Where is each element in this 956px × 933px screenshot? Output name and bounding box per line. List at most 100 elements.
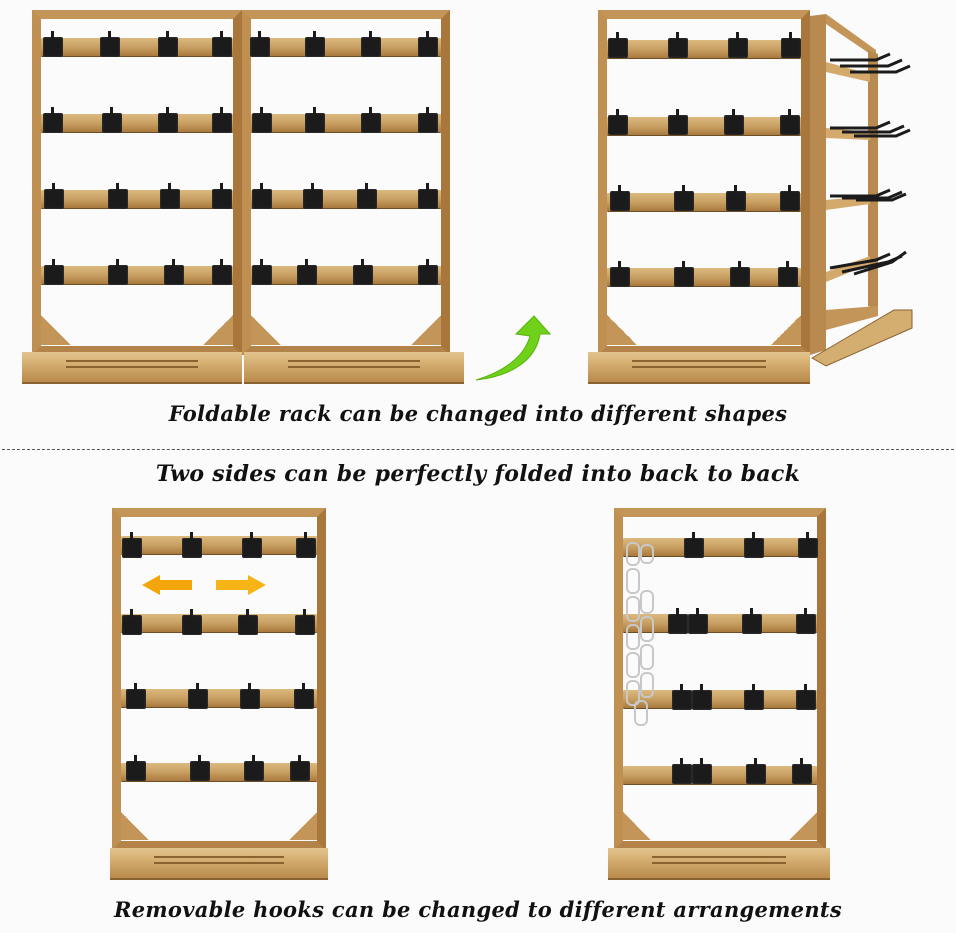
hook (744, 684, 764, 710)
hook (182, 609, 202, 635)
rail (623, 766, 817, 784)
hook (250, 31, 270, 57)
hook (728, 32, 748, 58)
corner-brace (121, 812, 149, 840)
hook (692, 684, 712, 710)
hook (780, 185, 800, 211)
hook (353, 259, 373, 285)
hook (780, 109, 800, 135)
hook (726, 185, 746, 211)
hook (212, 183, 232, 209)
hook (240, 683, 260, 709)
hook (158, 107, 178, 133)
rack-frame (112, 508, 326, 850)
hook (418, 31, 438, 57)
front-panel-frame (598, 10, 810, 355)
hook (742, 608, 762, 634)
hook (674, 261, 694, 287)
corner-brace (623, 812, 651, 840)
right-panel-frame (242, 10, 450, 355)
hook (796, 684, 816, 710)
green-curved-arrow-icon (475, 315, 552, 381)
caption-back-to-back: Two sides can be perfectly folded into b… (155, 461, 801, 487)
open-double-rack-image (20, 10, 466, 382)
left-arrow-icon (142, 575, 192, 595)
hook (212, 31, 232, 57)
hook (122, 532, 142, 558)
rail (121, 536, 317, 554)
hook (778, 261, 798, 287)
hook (672, 684, 692, 710)
hook (122, 609, 142, 635)
left-panel-frame (32, 10, 242, 355)
dashed-divider (2, 449, 954, 450)
hook (688, 608, 708, 634)
hook (418, 259, 438, 285)
hook (160, 183, 180, 209)
hook (108, 259, 128, 285)
hook (296, 532, 316, 558)
hook (303, 183, 323, 209)
hook (730, 261, 750, 287)
corner-brace (289, 812, 317, 840)
hook (796, 608, 816, 634)
rail (121, 763, 317, 781)
single-rack-arrows-image (110, 508, 330, 880)
hook (126, 755, 146, 781)
rail (607, 40, 801, 58)
rail (121, 614, 317, 632)
hook (212, 107, 232, 133)
hook (252, 183, 272, 209)
hook (190, 755, 210, 781)
hook (608, 109, 628, 135)
rack-base (588, 352, 810, 382)
hook (244, 755, 264, 781)
rack-base (608, 848, 830, 878)
hook (158, 31, 178, 57)
hook (182, 532, 202, 558)
hook (305, 31, 325, 57)
rack-base (110, 848, 328, 878)
hook (295, 609, 315, 635)
corner-brace (41, 315, 71, 345)
hook (668, 32, 688, 58)
folded-rack-image (588, 10, 918, 382)
hook (126, 683, 146, 709)
rail (121, 689, 317, 707)
right-arrow-icon (216, 575, 266, 595)
hook (692, 758, 712, 784)
corner-brace (771, 315, 801, 345)
hook (361, 31, 381, 57)
hook (608, 32, 628, 58)
rack-base (244, 352, 464, 382)
hook (252, 107, 272, 133)
side-panel (810, 14, 913, 367)
hook (798, 532, 818, 558)
rail (41, 38, 233, 56)
single-rack-chains-image (608, 508, 830, 880)
hook (418, 183, 438, 209)
corner-brace (411, 315, 441, 345)
rail (41, 114, 233, 132)
hook (357, 183, 377, 209)
hook (792, 758, 812, 784)
hook (672, 758, 692, 784)
hook (43, 107, 63, 133)
hook (188, 683, 208, 709)
hook (305, 107, 325, 133)
hook (238, 609, 258, 635)
hook (781, 32, 801, 58)
corner-brace (789, 812, 817, 840)
rail (607, 117, 801, 135)
rail (607, 268, 801, 286)
hook (44, 259, 64, 285)
rail (623, 690, 817, 708)
hook (164, 259, 184, 285)
rail (607, 193, 801, 211)
rack-base (22, 352, 242, 382)
rail (251, 190, 441, 208)
hook (242, 532, 262, 558)
hook (290, 755, 310, 781)
hook (361, 107, 381, 133)
hook (108, 183, 128, 209)
